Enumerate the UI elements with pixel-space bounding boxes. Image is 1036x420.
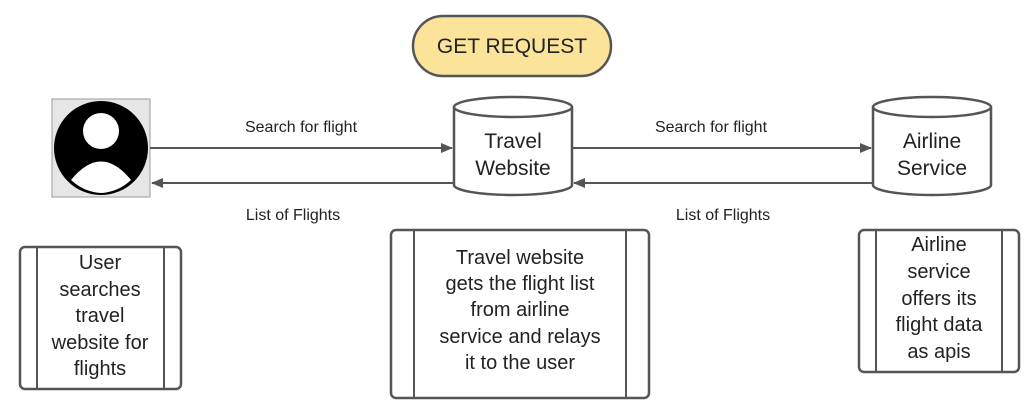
note-airline-line-2: service <box>907 261 970 283</box>
note-travel-line-4: service and relays <box>439 326 600 348</box>
note-airline-line-1: Airline <box>911 234 967 256</box>
travel-website-label-line-2: Website <box>475 157 550 180</box>
note-travel: Travel website gets the flight list from… <box>389 228 651 400</box>
edge-travel-to-user: List of Flights <box>151 178 454 224</box>
edge-label-list-of-flights-left: List of Flights <box>246 207 340 224</box>
title-pill: GET REQUEST <box>411 14 613 78</box>
edge-label-search-for-flight-right: Search for flight <box>655 119 768 136</box>
note-user-line-5: flights <box>74 358 126 380</box>
user-avatar-icon <box>51 98 151 198</box>
edge-user-to-travel: Search for flight <box>150 119 453 153</box>
airline-service-label-line-2: Service <box>897 157 967 180</box>
edge-travel-to-airline: Search for flight <box>572 119 872 153</box>
note-user: User searches travel website for flights <box>18 245 183 391</box>
note-user-line-3: travel <box>76 305 125 327</box>
note-airline: Airline service offers its flight data a… <box>857 228 1021 374</box>
edge-label-list-of-flights-right: List of Flights <box>676 207 770 224</box>
note-airline-line-5: as apis <box>907 341 970 363</box>
note-travel-line-1: Travel website <box>456 247 584 269</box>
airline-service-node: Airline Service <box>871 95 993 197</box>
travel-website-node: Travel Website <box>452 95 574 197</box>
airline-service-label-line-1: Airline <box>903 130 961 153</box>
note-airline-line-3: offers its <box>901 288 976 310</box>
note-user-line-2: searches <box>59 279 140 301</box>
travel-website-label-line-1: Travel <box>484 130 542 153</box>
note-user-line-1: User <box>79 252 122 274</box>
note-airline-line-4: flight data <box>896 314 984 336</box>
title-label: GET REQUEST <box>437 35 587 58</box>
note-travel-line-5: it to the user <box>465 352 575 374</box>
note-travel-line-3: from airline <box>471 299 570 321</box>
edge-airline-to-travel: List of Flights <box>573 178 873 224</box>
note-travel-line-2: gets the flight list <box>446 273 595 295</box>
note-user-line-4: website for <box>51 332 149 354</box>
edge-label-search-for-flight-left: Search for flight <box>245 119 358 136</box>
